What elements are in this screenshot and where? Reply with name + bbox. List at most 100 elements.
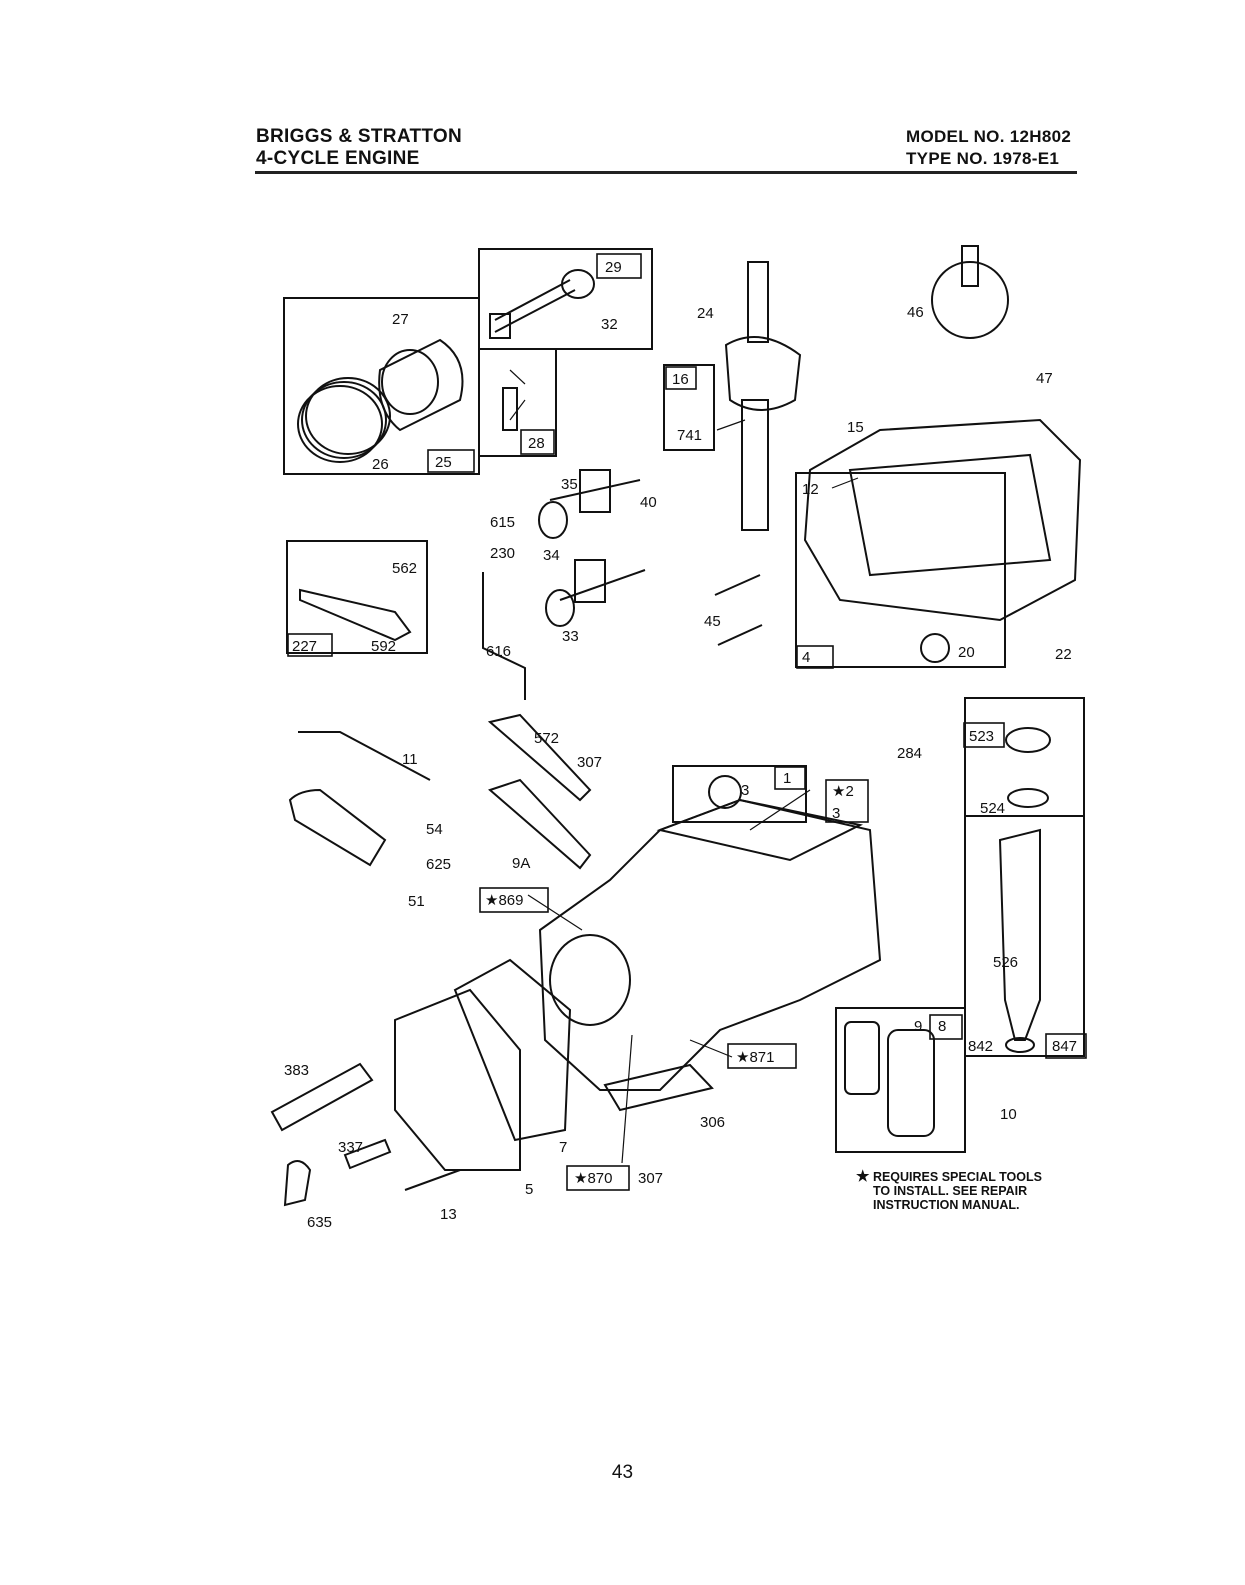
label-box-25: 25 (435, 454, 452, 471)
base-gasket-icon (603, 1063, 714, 1112)
label-box-16: 16 (672, 371, 689, 388)
label-51: 51 (408, 893, 425, 910)
label-box-star-869: ★869 (485, 892, 523, 909)
valve-head-icon (538, 501, 568, 539)
label-box-star-871: ★871 (736, 1049, 774, 1066)
dipstick-tube-box (964, 815, 1085, 1057)
label-741: 741 (677, 427, 702, 444)
dipstick-tube-icon (998, 828, 1041, 1041)
rod-small-end-icon (489, 313, 511, 339)
crankshaft-upper-icon (747, 261, 769, 343)
cylinder-block-icon (538, 798, 882, 1091)
piston-ring-icon (305, 377, 391, 455)
block-top-icon (656, 798, 864, 862)
label-7: 7 (559, 1139, 567, 1156)
oil-cap-box (964, 697, 1085, 817)
tube-oring-icon (1005, 1037, 1035, 1053)
breather-tube-icon (299, 588, 412, 642)
label-box-8: 8 (938, 1018, 946, 1035)
note-line-3: INSTRUCTION MANUAL. (873, 1198, 1020, 1212)
breather-box (286, 540, 428, 654)
label-12: 12 (802, 481, 819, 498)
label-306: 306 (700, 1114, 725, 1131)
brand-line-2: 4-CYCLE ENGINE (256, 148, 420, 169)
label-307a: 307 (577, 754, 602, 771)
crankshaft-lower-icon (741, 399, 769, 531)
label-625: 625 (426, 856, 451, 873)
label-635: 635 (307, 1214, 332, 1231)
cam-shaft-icon (961, 245, 979, 287)
piston-pin-box (478, 348, 557, 457)
special-tools-note: ★ REQUIRES SPECIAL TOOLS TO INSTALL. SEE… (856, 1169, 1042, 1212)
head-gasket-icon (453, 958, 572, 1142)
breather-cover-icon (887, 1029, 935, 1137)
header-rule (255, 171, 1077, 174)
piston-ring-icon (301, 381, 387, 459)
label-22: 22 (1055, 646, 1072, 663)
crank-seal-icon (708, 775, 742, 809)
label-24: 24 (697, 305, 714, 322)
label-27a: 27 (392, 311, 409, 328)
label-20: 20 (958, 644, 975, 661)
label-box-227: 227 (292, 638, 317, 655)
label-11: 11 (402, 751, 418, 768)
label-524: 524 (980, 800, 1005, 817)
label-284: 284 (897, 745, 922, 762)
oil-cap-seal-icon (1007, 788, 1049, 808)
valve-spring-icon (574, 559, 606, 603)
valve-stem-icon (549, 479, 646, 601)
label-33: 33 (562, 628, 579, 645)
spark-plug-icon (343, 1138, 392, 1170)
piston-pin-icon (502, 387, 518, 431)
label-45: 45 (704, 613, 721, 630)
oil-cap-icon (1005, 727, 1051, 753)
label-box-4: 4 (802, 649, 810, 666)
label-9A: 9A (512, 855, 530, 872)
tappet-icon (714, 574, 763, 646)
intake-gasket-icon (488, 778, 592, 870)
rod-bearing-icon (561, 269, 595, 299)
label-box-9: 9 (914, 1018, 922, 1035)
label-box-3: 3 (832, 805, 840, 822)
note-line-2: TO INSTALL. SEE REPAIR (873, 1184, 1028, 1198)
label-40a: 40 (640, 494, 657, 511)
label-26: 26 (372, 456, 389, 473)
label-box-1: 1 (783, 770, 791, 787)
label-15: 15 (847, 419, 864, 436)
governor-link-icon (482, 572, 526, 700)
air-tube-icon (288, 788, 387, 867)
label-572: 572 (534, 730, 559, 747)
label-3: 3 (741, 782, 749, 799)
crank-counterweight-icon (724, 336, 802, 411)
label-526: 526 (993, 954, 1018, 971)
label-616: 616 (486, 643, 511, 660)
label-10: 10 (1000, 1106, 1017, 1123)
label-592: 592 (371, 638, 396, 655)
label-34: 34 (543, 547, 560, 564)
label-box-842: 842 (968, 1038, 993, 1055)
crankshaft-box (663, 364, 715, 451)
connecting-rod-box (478, 248, 653, 350)
sump-box (795, 472, 1006, 668)
label-32: 32 (601, 316, 618, 333)
plug-boot-icon (283, 1160, 312, 1207)
intake-gasket-icon (487, 713, 592, 802)
type-number: TYPE NO. 1978-E1 (906, 149, 1060, 168)
model-number: MODEL NO. 12H802 (906, 127, 1072, 146)
breather-cover-box (835, 1007, 966, 1153)
brand-header: BRIGGS & STRATTON 4-CYCLE ENGINE (256, 126, 462, 170)
piston-ring-icon (297, 385, 383, 463)
label-562: 562 (392, 560, 417, 577)
valve-head-icon (545, 589, 575, 627)
model-header: MODEL NO. 12H802 TYPE NO. 1978-E1 (906, 126, 1071, 170)
piston-icon (378, 338, 464, 432)
label-box-29: 29 (605, 259, 622, 276)
cam-gear-icon (931, 261, 1009, 339)
label-337: 337 (338, 1139, 363, 1156)
leader-lines (509, 369, 859, 1164)
page-number: 43 (611, 1462, 634, 1483)
label-54: 54 (426, 821, 443, 838)
label-box-star-870: ★870 (574, 1170, 612, 1187)
oil-seal-icon (920, 633, 950, 663)
label-46: 46 (907, 304, 924, 321)
